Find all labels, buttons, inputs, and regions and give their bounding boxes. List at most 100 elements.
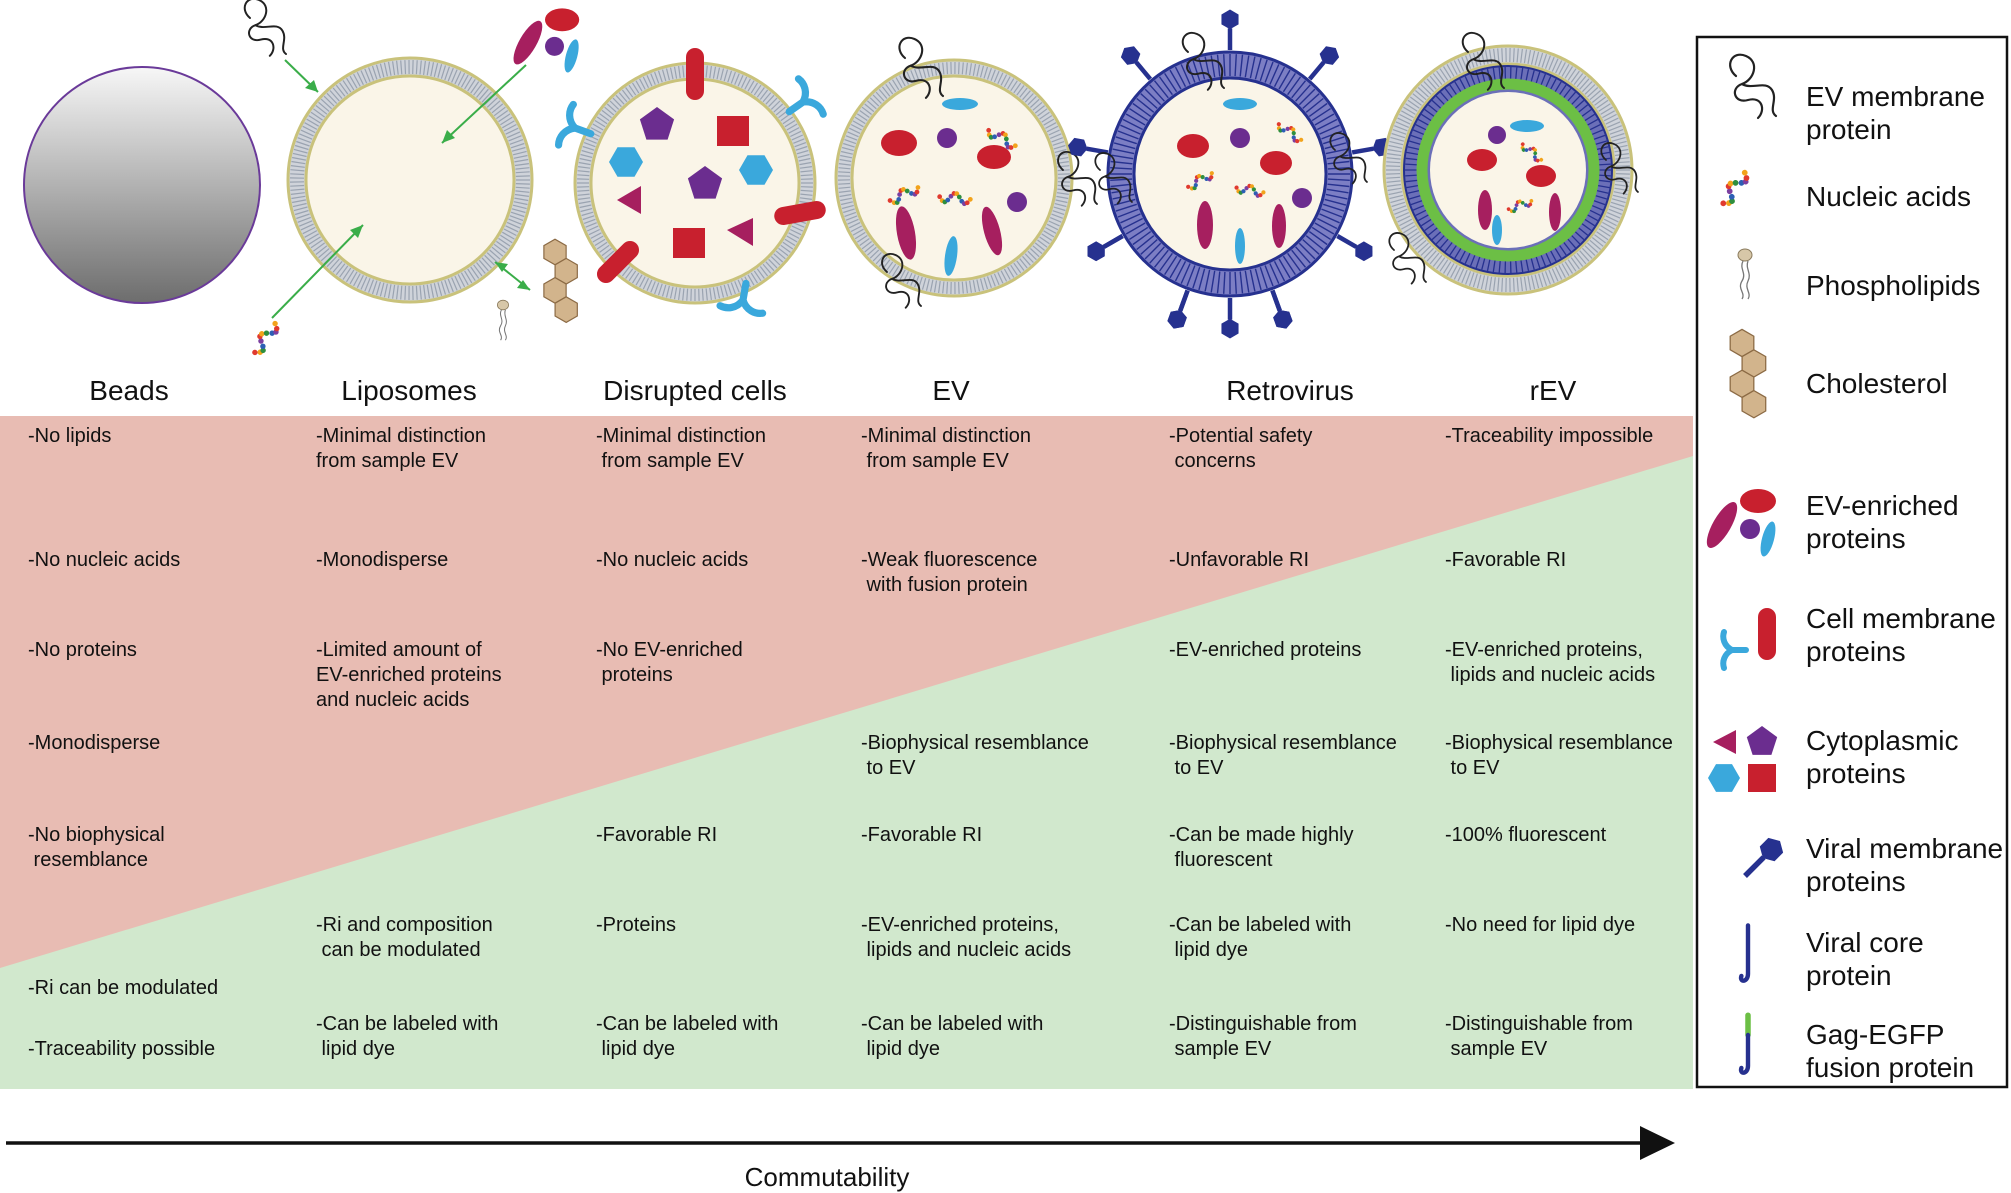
ev-enriched-protein [1488, 126, 1506, 144]
ev-enriched-protein [1478, 190, 1492, 230]
cell-membrane-y-protein-icon [785, 75, 827, 118]
table-cell: -Distinguishable from sample EV [1169, 1013, 1357, 1060]
column-title-retrovirus: Retrovirus [1226, 375, 1354, 406]
nucleic-acid-icon [1520, 142, 1544, 163]
table-cell: -Unfavorable RI [1169, 549, 1309, 571]
ev-membrane-protein-icon [1729, 53, 1778, 120]
unfavorable-region [0, 416, 1693, 968]
ev-enriched-protein [937, 128, 957, 148]
table-cell: -No biophysical resemblance [28, 824, 165, 871]
ev-enriched-protein [1510, 120, 1544, 132]
particle-illustrations [23, 0, 1639, 356]
ev-enriched-protein [942, 98, 978, 110]
legend-item-cholesterol: Cholesterol [1729, 328, 1948, 419]
nucleic-acid-icon [1506, 198, 1534, 214]
table-cell: -Proteins [596, 914, 676, 936]
column-title-beads: Beads [89, 375, 168, 406]
table-cell: -EV-enriched proteins, lipids and nuclei… [861, 914, 1071, 961]
table-cell: -No nucleic acids [596, 549, 748, 571]
ev-enriched-protein [1235, 228, 1245, 264]
cell-membrane-rod-protein-icon [686, 48, 704, 100]
ev-membrane-protein-icon [1094, 152, 1133, 205]
rev-interior [1430, 92, 1586, 248]
comparison-table-background [0, 416, 1693, 1089]
viral-membrane-protein-icon [1167, 289, 1190, 329]
viral-membrane-protein-icon [1221, 298, 1239, 339]
viral-membrane-protein-icon [1221, 9, 1239, 50]
column-title-ev: EV [932, 375, 970, 406]
ev-enriched-protein [944, 236, 958, 276]
ev-enriched-protein [1177, 134, 1209, 158]
ev-enriched-proteins-icon [513, 8, 580, 73]
table-cell: -No nucleic acids [28, 549, 180, 571]
phospholipid-icon [1737, 248, 1753, 300]
cell-membrane-y-protein-icon [554, 100, 595, 149]
comparison-table: -No lipids-No nucleic acids-No proteins-… [28, 425, 1673, 1060]
table-cell: -Monodisperse [28, 732, 160, 754]
cytoplasmic-protein [717, 116, 749, 146]
table-cell: -EV-enriched proteins, lipids and nuclei… [1445, 639, 1655, 686]
legend-label: Nucleic acids [1806, 181, 1971, 212]
viral-core-strokes [1405, 66, 1611, 274]
cytoplasmic-protein [727, 218, 753, 246]
liposome-particle [243, 0, 580, 356]
table-cell: -Minimal distinction from sample EV [861, 425, 1031, 472]
cell-membrane-y-protein-icon [716, 279, 767, 317]
insertion-arrowhead [350, 225, 363, 238]
insertion-arrowhead [305, 80, 318, 92]
table-cell: -Biophysical resemblance to EV [1169, 732, 1397, 779]
table-cell: -Favorable RI [1445, 549, 1566, 571]
ev-enriched-proteins-icon [1706, 489, 1776, 557]
disrupted-cell-particle [554, 48, 827, 317]
table-cell: -Weak fluorescence with fusion protein [861, 549, 1037, 596]
ev-membrane-protein-icon [1329, 132, 1368, 185]
ev-enriched-protein [977, 145, 1011, 169]
insertion-arrowhead [442, 130, 455, 143]
viral-membrane-protein-icon [1307, 46, 1340, 81]
table-cell: -Traceability impossible [1445, 425, 1653, 447]
cytoplasmic-protein [687, 166, 723, 199]
table-cell: -Traceability possible [28, 1038, 215, 1060]
ev-enriched-protein [1549, 193, 1561, 231]
table-cell: -Can be labeled with lipid dye [861, 1013, 1043, 1060]
ev-enriched-protein [1526, 165, 1556, 187]
legend-box [1695, 35, 2009, 1089]
ev-enriched-protein [981, 206, 1003, 256]
cytoplasmic-protein [673, 228, 705, 258]
table-cell: -No need for lipid dye [1445, 914, 1635, 936]
cytoplasmic-protein [617, 186, 641, 214]
ev-enriched-protein [1223, 98, 1257, 110]
nucleic-acid-icon [937, 191, 973, 207]
column-title-disrupted-cells: Disrupted cells [603, 375, 787, 406]
cytoplasmic-protein [639, 107, 675, 140]
nucleic-acid-icon [1720, 169, 1750, 207]
viral-core-protein-icon [1738, 923, 1751, 983]
ev-membrane-protein-icon [898, 36, 945, 99]
ev-enriched-protein [1492, 215, 1502, 245]
ev-membrane-protein-icon [1461, 31, 1505, 91]
ev-membrane-protein-icon [1600, 142, 1639, 195]
nucleic-acid-icon [986, 127, 1018, 150]
cell-membrane-rod-protein-icon [774, 201, 826, 225]
cell-membrane-rod-protein-icon [1758, 608, 1776, 660]
commutability-label: Commutability [745, 1162, 910, 1192]
cell-membrane-y-protein-icon [1720, 629, 1749, 671]
insertion-arrowhead [495, 262, 508, 272]
table-cell: -Can be made highly fluorescent [1169, 824, 1354, 871]
ev-membrane-protein-icon [881, 252, 922, 309]
retrovirus-particle [1067, 9, 1393, 339]
table-cell: -Potential safety concerns [1169, 425, 1312, 472]
